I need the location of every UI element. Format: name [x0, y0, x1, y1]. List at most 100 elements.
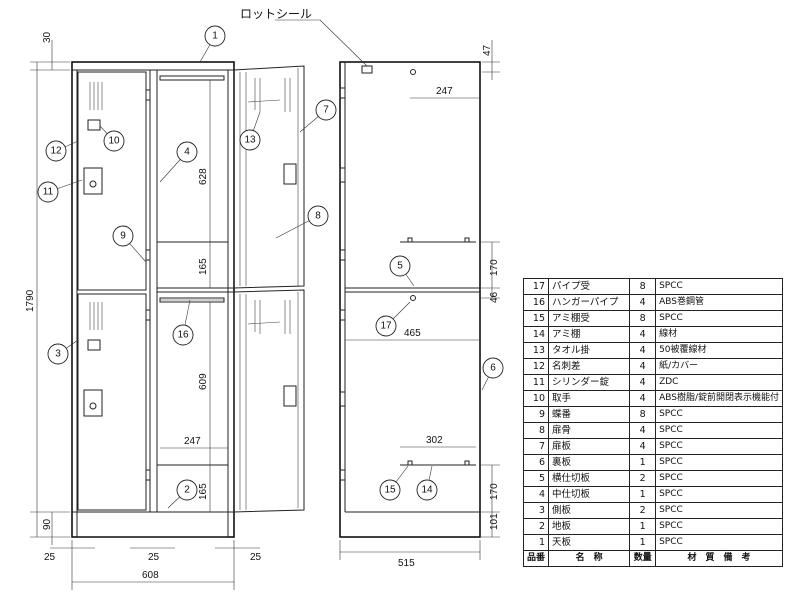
lot-seal-label: ロットシール: [240, 7, 312, 21]
open-door-upper: [233, 65, 305, 289]
cell-material: ZDC: [655, 374, 783, 391]
cell-material: SPCC: [655, 518, 783, 535]
cell-name: 裏板: [548, 454, 631, 471]
callout-number: 15: [384, 485, 396, 496]
cell-material: SPCC: [655, 486, 783, 503]
door-lower-left: [77, 293, 147, 511]
callout-7: 7: [299, 99, 337, 133]
cell-no: 8: [522, 422, 550, 439]
callout-4: 4: [159, 141, 198, 183]
cell-material: 線材: [655, 326, 783, 343]
dim-mid-25: 25: [148, 552, 160, 563]
lot-seal-mark: [361, 65, 373, 74]
cell-qty: 1: [629, 454, 657, 471]
dim-170-upper: 170: [489, 259, 500, 276]
cell-name: パイプ受: [548, 278, 631, 295]
callout-number: 10: [108, 136, 120, 147]
cell-qty: 1: [629, 486, 657, 503]
front-view: [71, 61, 305, 538]
cell-qty: 4: [629, 438, 657, 455]
callout-1: 1: [199, 25, 226, 63]
cell-material: 50被覆線材: [655, 342, 783, 359]
pipe-holder-lower: [410, 295, 416, 301]
cell-no: 2: [522, 518, 550, 535]
callout-11: 11: [37, 179, 83, 203]
callout-number: 3: [55, 349, 61, 360]
dim-628: 628: [198, 168, 209, 185]
cell-material: SPCC: [655, 310, 783, 327]
cell-qty: 2: [629, 470, 657, 487]
cell-no: 品番: [522, 550, 550, 567]
cell-name: 中仕切板: [548, 486, 631, 503]
cell-material: 紙/カバー: [655, 358, 783, 375]
cell-qty: 8: [629, 310, 657, 327]
side-body-outline: [339, 61, 481, 538]
callout-9: 9: [112, 225, 147, 263]
cell-material: SPCC: [655, 406, 783, 423]
cell-qty: 4: [629, 358, 657, 375]
callout-15: 15: [379, 465, 409, 501]
pipe-holder-upper: [410, 69, 416, 75]
cell-qty: 1: [629, 534, 657, 551]
cell-name: 名刺差: [548, 358, 631, 375]
cell-no: 14: [522, 326, 550, 343]
callout-10: 10: [99, 125, 125, 152]
cell-no: 9: [522, 406, 550, 423]
callout-number: 8: [315, 211, 321, 222]
callout-5: 5: [389, 255, 415, 287]
cell-qty: 1: [629, 518, 657, 535]
side-view: [339, 61, 481, 538]
cell-name: 扉骨: [548, 422, 631, 439]
vent-slots-lower: [89, 302, 103, 330]
dimension-labels: 30 1790 90 25 25 25 608 628 165 609 247 …: [25, 7, 500, 581]
cell-name: 天板: [548, 534, 631, 551]
callout-8: 8: [275, 205, 329, 239]
cell-name: 取手: [548, 390, 631, 407]
dim-top-47: 47: [482, 44, 493, 56]
cell-material: ABS樹脂/錠前開閉表示機能付: [655, 390, 783, 407]
cell-qty: 数量: [629, 550, 657, 567]
callout-number: 4: [184, 147, 190, 158]
cell-no: 12: [522, 358, 550, 375]
handle-upper: [83, 167, 103, 195]
cell-no: 7: [522, 438, 550, 455]
callout-number: 14: [421, 485, 433, 496]
callout-number: 6: [490, 363, 496, 374]
name-card-upper: [87, 119, 101, 131]
dim-right-25: 25: [250, 552, 262, 563]
lock-upper: [89, 180, 97, 188]
dim-247-side: 247: [436, 86, 453, 97]
callout-13: 13: [239, 111, 261, 151]
cell-no: 1: [522, 534, 550, 551]
cell-no: 15: [522, 310, 550, 327]
dim-170-lower: 170: [489, 483, 500, 500]
dimension-lines: [30, 19, 500, 590]
callout-number: 13: [244, 135, 256, 146]
dim-width-608: 608: [142, 570, 159, 581]
callout-number: 9: [120, 231, 126, 242]
callout-12: 12: [45, 140, 79, 162]
cell-name: 側板: [548, 502, 631, 519]
callout-14: 14: [416, 465, 438, 501]
dim-total-height: 1790: [25, 289, 36, 312]
cell-no: 4: [522, 486, 550, 503]
callout-2: 2: [167, 479, 198, 509]
vent-slots-upper: [89, 82, 103, 110]
cell-qty: 4: [629, 326, 657, 343]
cell-qty: 4: [629, 422, 657, 439]
cell-name: ハンガーパイプ: [548, 294, 631, 311]
